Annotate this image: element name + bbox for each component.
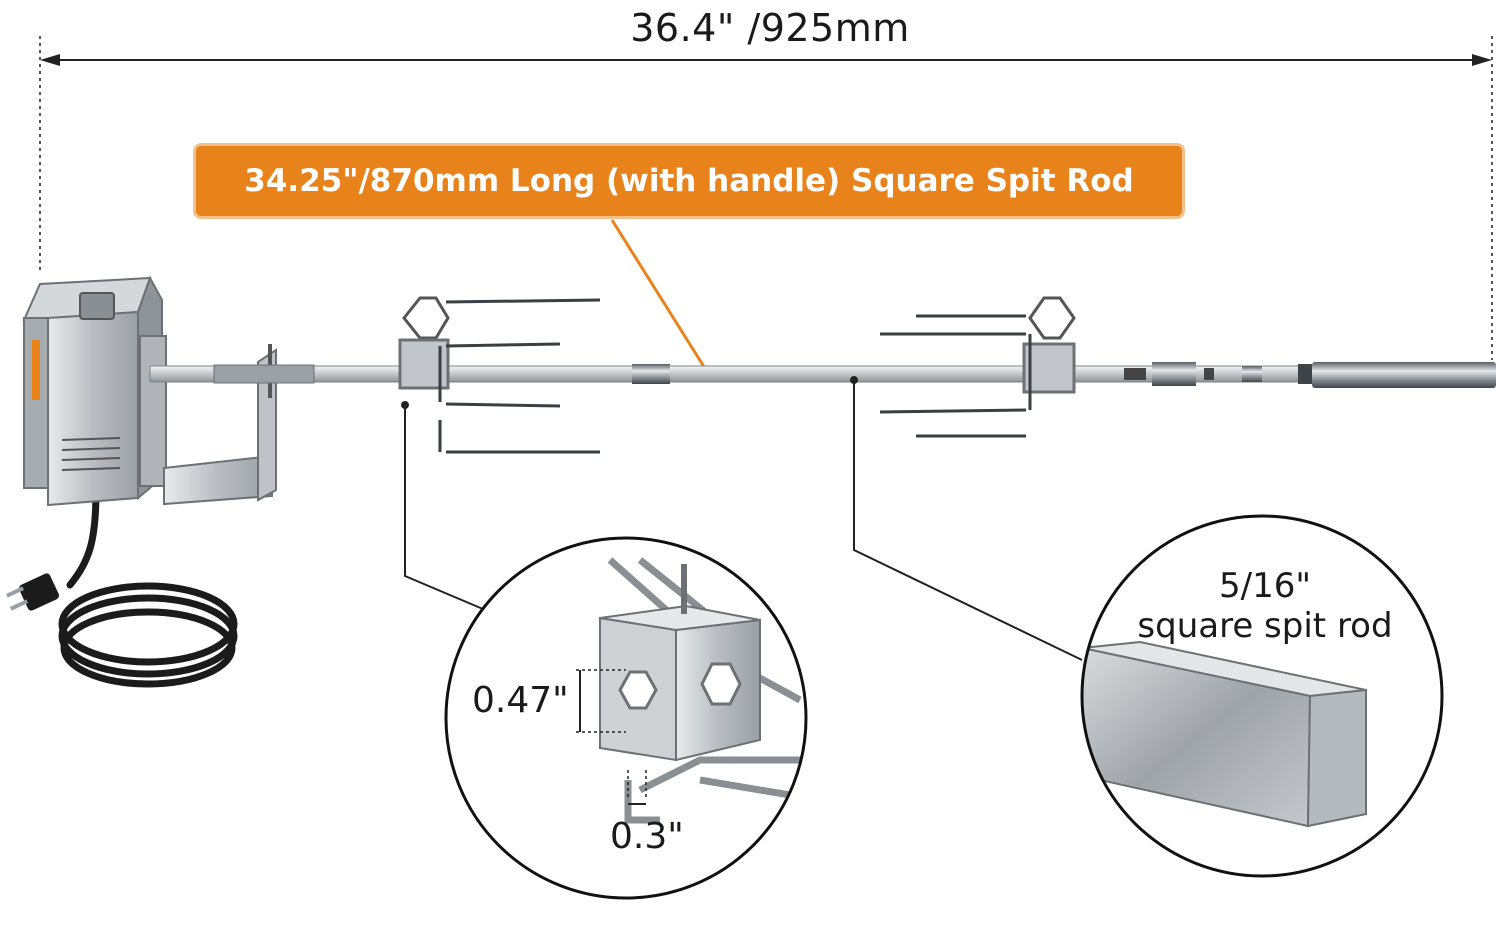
motor-icon xyxy=(22,275,167,507)
slot-width-label: 0.3" xyxy=(610,816,684,857)
rod-length-banner-text: 34.25"/870mm Long (with handle) Square S… xyxy=(244,163,1134,199)
slot-height-label: 0.47" xyxy=(472,680,569,721)
overall-dimension-line xyxy=(39,36,1493,360)
banner-pointer xyxy=(610,219,711,376)
rod-callout-leader xyxy=(850,376,1083,661)
rod-size-label: 5/16" xyxy=(1219,566,1311,606)
rod-description-label: square spit rod xyxy=(1137,606,1393,646)
plug-icon xyxy=(5,573,60,611)
rod-length-banner: 34.25"/870mm Long (with handle) Square S… xyxy=(193,143,1185,219)
fork-detail-circle xyxy=(444,536,808,900)
spit-rod-icon xyxy=(149,362,1496,388)
motor-bracket-icon xyxy=(163,344,277,506)
overall-length-label: 36.4" /925mm xyxy=(630,6,910,50)
left-fork-icon xyxy=(398,296,601,454)
right-fork-icon xyxy=(879,296,1076,438)
rod-detail-circle xyxy=(1080,514,1444,878)
fork-callout-leader xyxy=(401,401,491,613)
power-cord xyxy=(58,486,238,688)
